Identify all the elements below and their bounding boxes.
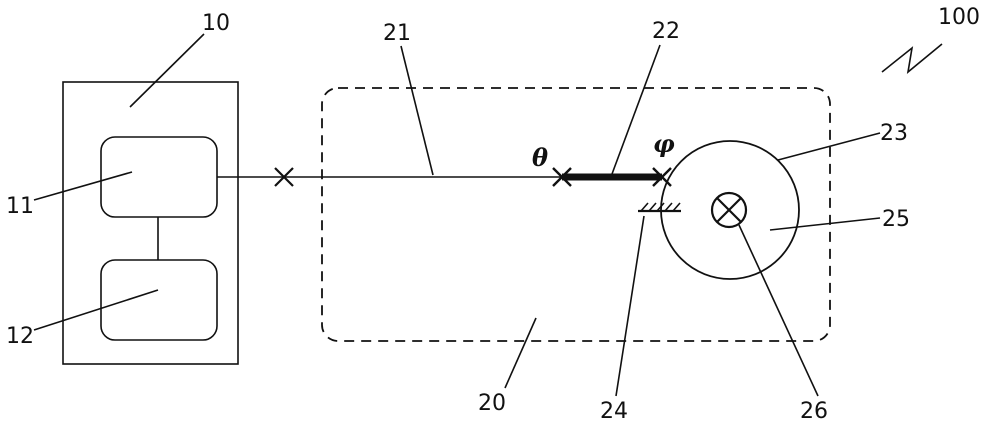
joint-cross-marker: [274, 167, 294, 187]
label-unit-b: 12: [6, 324, 34, 349]
leader-assembly: [504, 317, 537, 389]
label-assembly: 20: [478, 391, 506, 416]
label-disc-face: 25: [882, 207, 910, 232]
leader-center-axis: [738, 224, 819, 397]
ground-symbol: [638, 202, 681, 213]
assembly-dashed-box: [321, 87, 831, 342]
phi-joint-marker: [652, 167, 672, 187]
label-disc: 23: [880, 121, 908, 146]
symbol-theta: θ: [532, 143, 548, 172]
label-system: 100: [938, 5, 980, 30]
label-shaft: 21: [383, 21, 411, 46]
leader-unit-b: [33, 289, 159, 331]
leader-link: [611, 44, 661, 175]
unit-a-box: [100, 136, 218, 218]
label-link: 22: [652, 19, 680, 44]
label-center-axis: 26: [800, 399, 828, 424]
label-unit-a: 11: [6, 194, 34, 219]
label-ground: 24: [600, 399, 628, 424]
theta-joint-marker: [552, 167, 572, 187]
leader-ground: [615, 215, 645, 397]
label-control-box: 10: [202, 11, 230, 36]
leader-disc: [777, 132, 881, 161]
symbol-phi: φ: [653, 129, 675, 158]
leader-disc-face: [769, 217, 881, 231]
unit-b-box: [100, 259, 218, 341]
control-box: [62, 81, 239, 365]
leader-shaft: [400, 45, 434, 176]
center-axis-symbol: [710, 191, 748, 229]
system-zigzag: [881, 43, 943, 74]
leader-control-box: [129, 33, 205, 108]
leader-unit-a: [33, 171, 133, 201]
